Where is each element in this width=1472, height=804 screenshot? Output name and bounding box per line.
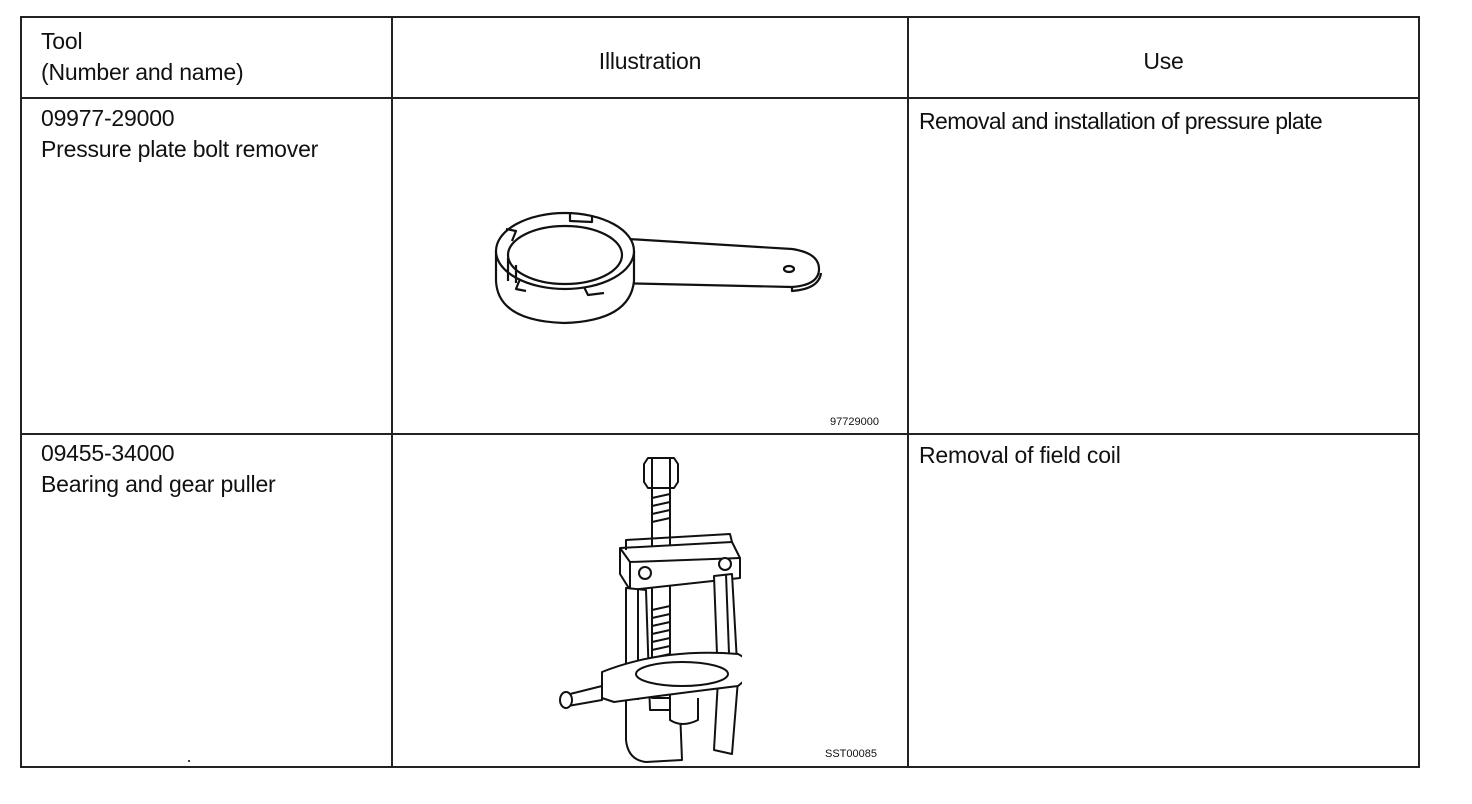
tool-number: 09455-34000 bbox=[41, 440, 175, 466]
header-tool-label: Tool bbox=[41, 28, 83, 54]
column-divider bbox=[907, 18, 909, 766]
tool-name: Bearing and gear puller bbox=[41, 471, 276, 497]
header-illustration-label: Illustration bbox=[598, 48, 702, 74]
figure-code-row-1: 97729000 bbox=[830, 416, 879, 428]
header-use-label: Use bbox=[1143, 48, 1184, 74]
tool-name: Pressure plate bolt remover bbox=[41, 136, 319, 162]
use-text-row-2: Removal of field coil bbox=[919, 442, 1121, 468]
special-tools-table: Tool (Number and name) Illustration Use … bbox=[20, 16, 1420, 768]
tool-cell-row-2: 09455-34000 Bearing and gear puller bbox=[41, 438, 386, 500]
pressure-plate-bolt-remover-icon bbox=[494, 211, 823, 325]
bearing-and-gear-puller-icon bbox=[559, 457, 742, 763]
row-divider bbox=[22, 433, 1418, 435]
figure-code-row-2: SST00085 bbox=[825, 748, 877, 760]
row-divider bbox=[22, 97, 1418, 99]
stray-mark bbox=[188, 760, 190, 762]
tool-cell-row-1: 09977-29000 Pressure plate bolt remover bbox=[41, 103, 386, 165]
header-tool-cell: Tool (Number and name) bbox=[41, 26, 381, 88]
header-tool-sublabel: (Number and name) bbox=[41, 59, 244, 85]
column-divider bbox=[391, 18, 393, 766]
tool-number: 09977-29000 bbox=[41, 105, 175, 131]
use-text-row-1: Removal and installation of pressure pla… bbox=[919, 108, 1323, 134]
